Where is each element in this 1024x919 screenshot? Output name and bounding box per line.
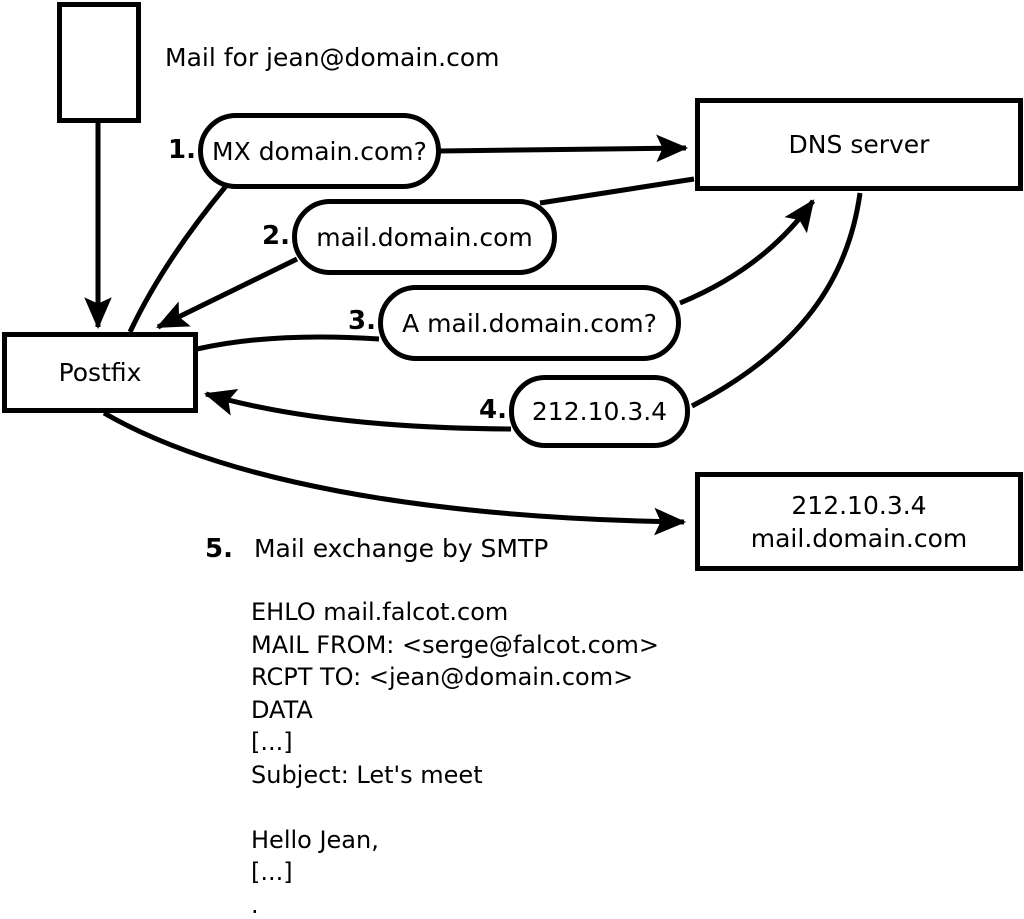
pill-a-query-label: A mail.domain.com?: [402, 308, 657, 338]
line-dns-to-a-answer: [690, 192, 863, 409]
mail-server-label: 212.10.3.4 mail.domain.com: [750, 490, 968, 553]
pill-mx-query-label: MX domain.com?: [212, 136, 427, 166]
line-postfix-to-a-query: [196, 334, 380, 352]
step-5-label: Mail exchange by SMTP: [253, 534, 549, 563]
dns-server-label: DNS server: [788, 130, 930, 159]
step-number-5: 5.: [205, 534, 233, 564]
pill-mx-answer-label: mail.domain.com: [316, 222, 533, 252]
pill-a-query: A mail.domain.com?: [378, 285, 681, 361]
step-5-caption: 5. Mail exchange by SMTP: [205, 535, 548, 563]
step-number-4: 4.: [479, 395, 507, 425]
arrow-a-query-to-dns: [679, 199, 816, 306]
pill-a-answer: 212.10.3.4: [509, 375, 690, 448]
line-dns-to-mx-answer: [539, 176, 695, 206]
step-number-1: 1.: [168, 135, 196, 165]
pill-mx-answer: mail.domain.com: [292, 199, 557, 275]
arrow-a-answer-to-postfix: [203, 389, 512, 432]
arrow-mx-query-to-dns: [439, 134, 689, 163]
postfix-box: Postfix: [2, 332, 198, 413]
postfix-label: Postfix: [58, 358, 142, 387]
arrow-mx-answer-to-postfix: [156, 256, 299, 330]
step-number-3: 3.: [348, 306, 376, 336]
pill-a-answer-label: 212.10.3.4: [531, 397, 668, 426]
mail-server-box: 212.10.3.4 mail.domain.com: [695, 472, 1023, 571]
mail-message-box: [57, 2, 141, 123]
step-number-2: 2.: [262, 221, 290, 251]
smtp-session-transcript: EHLO mail.falcot.com MAIL FROM: <serge@f…: [251, 598, 659, 919]
pill-mx-query: MX domain.com?: [198, 113, 441, 189]
line-postfix-to-mx-query: [127, 184, 228, 334]
dns-server-box: DNS server: [695, 98, 1023, 191]
mail-for-annotation: Mail for jean@domain.com: [165, 43, 500, 72]
arrow-postfix-to-mail-server: [102, 410, 687, 536]
